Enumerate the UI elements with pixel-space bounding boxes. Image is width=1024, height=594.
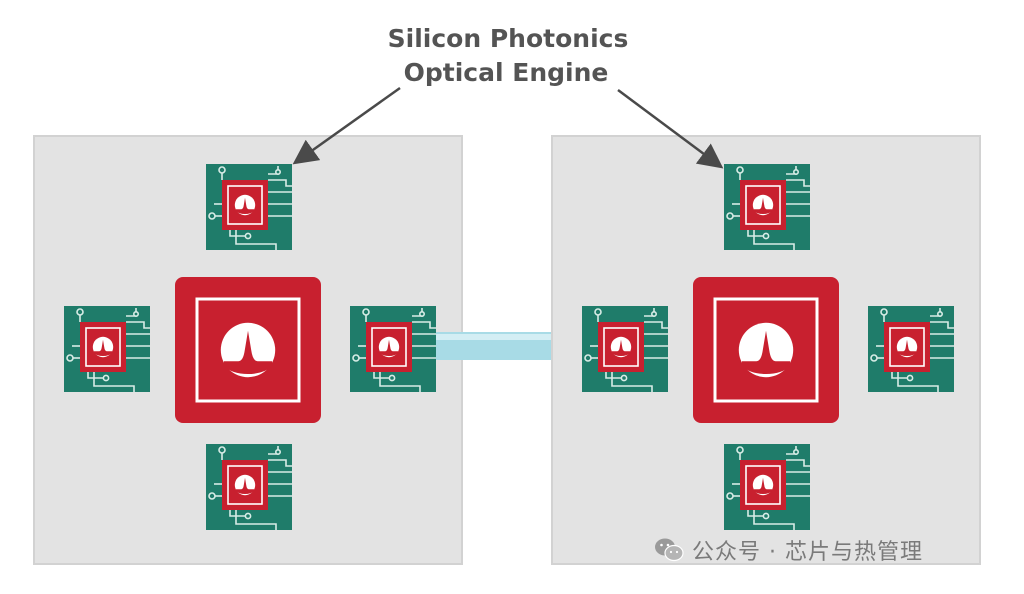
- watermark-text: 公众号 · 芯片与热管理: [692, 540, 923, 565]
- watermark: 公众号 · 芯片与热管理: [654, 534, 923, 566]
- right-callout-arrow-icon: [617, 88, 724, 169]
- left-main-chip: [175, 277, 321, 423]
- left-module-bottom: [206, 444, 292, 530]
- right-module-left: [582, 306, 668, 392]
- right-module-top: [724, 164, 810, 250]
- right-module-right: [868, 306, 954, 392]
- right-main-chip: [693, 277, 839, 423]
- left-module-top: [206, 164, 292, 250]
- left-module-left: [64, 306, 150, 392]
- left-module-right: [350, 306, 436, 392]
- right-board: [551, 135, 981, 565]
- callout-label-line-2: Optical Engine: [403, 58, 609, 87]
- wechat-icon: [655, 538, 684, 562]
- left-callout-arrow-icon: [292, 86, 401, 165]
- right-module-bottom: [724, 444, 810, 530]
- callout-label-line-1: Silicon Photonics: [387, 24, 629, 53]
- left-board: [33, 135, 463, 565]
